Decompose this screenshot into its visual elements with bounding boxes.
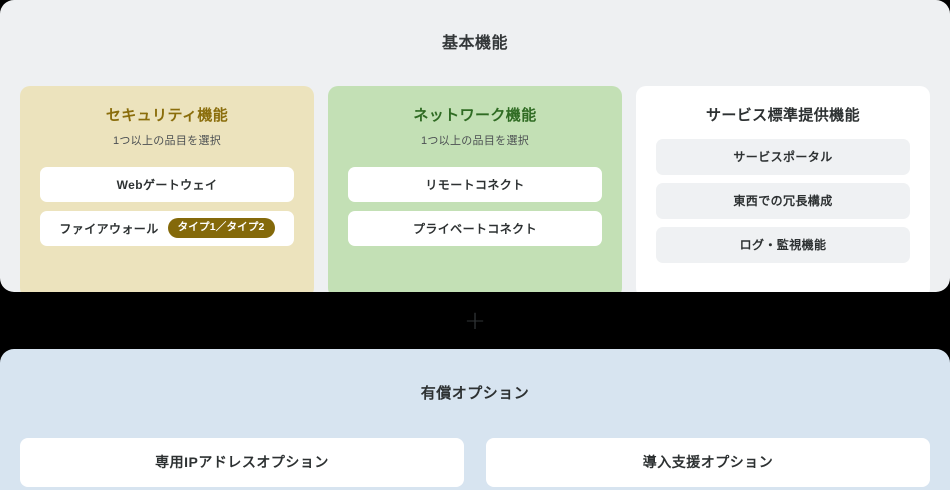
feature-column-security-items: Webゲートウェイ ファイアウォール タイプ1／タイプ2: [40, 166, 294, 246]
feature-column-standard-title: サービス標準提供機能: [705, 106, 860, 124]
basic-features-panel: 基本機能 セキュリティ機能 1つ以上の品目を選択 Webゲートウェイ ファイアウ…: [0, 0, 950, 298]
list-item[interactable]: 導入支援オプション: [486, 437, 930, 487]
paid-options-title: 有償オプション: [420, 385, 530, 403]
list-item[interactable]: ファイアウォール タイプ1／タイプ2: [40, 210, 294, 246]
list-item[interactable]: 専用IPアドレスオプション: [20, 437, 464, 487]
plus-icon: +: [464, 305, 486, 336]
feature-column-network: ネットワーク機能 1つ以上の品目を選択 リモートコネクト プライベートコネクト: [328, 85, 622, 298]
list-item[interactable]: プライベートコネクト: [348, 210, 602, 246]
feature-column-security-subtitle: 1つ以上の品目を選択: [112, 134, 222, 147]
basic-features-columns: セキュリティ機能 1つ以上の品目を選択 Webゲートウェイ ファイアウォール タ…: [0, 66, 950, 298]
feature-column-standard-items: サービスポータル 東西での冗長構成 ログ・監視機能: [656, 138, 910, 263]
list-item-label: ファイアウォール: [59, 221, 159, 236]
list-item-label: プライベートコネクト: [412, 221, 537, 236]
list-item-label: 専用IPアドレスオプション: [155, 454, 329, 471]
feature-column-network-subtitle: 1つ以上の品目を選択: [420, 134, 530, 147]
list-item-label: 東西での冗長構成: [733, 194, 833, 209]
feature-column-network-items: リモートコネクト プライベートコネクト: [348, 166, 602, 246]
paid-options-row: 専用IPアドレスオプション 導入支援オプション: [0, 414, 950, 487]
list-item-label: サービスポータル: [733, 150, 833, 165]
feature-column-network-title: ネットワーク機能: [413, 106, 537, 124]
list-item[interactable]: リモートコネクト: [348, 166, 602, 202]
list-item-label: リモートコネクト: [425, 177, 525, 192]
basic-features-title: 基本機能: [441, 35, 508, 53]
feature-column-security-title: セキュリティ機能: [105, 106, 229, 124]
paid-options-panel: 有償オプション 専用IPアドレスオプション 導入支援オプション: [0, 349, 950, 490]
list-item-label: 導入支援オプション: [642, 454, 774, 471]
list-item: サービスポータル: [656, 138, 910, 175]
list-item: 東西での冗長構成: [656, 182, 910, 219]
feature-column-security: セキュリティ機能 1つ以上の品目を選択 Webゲートウェイ ファイアウォール タ…: [20, 85, 314, 298]
status-badge: タイプ1／タイプ2: [167, 218, 275, 238]
list-item: ログ・監視機能: [656, 226, 910, 263]
feature-column-standard: サービス標準提供機能 サービスポータル 東西での冗長構成 ログ・監視機能: [636, 85, 930, 298]
list-item[interactable]: Webゲートウェイ: [40, 166, 294, 202]
plus-connector-band: +: [0, 292, 950, 349]
list-item-label: Webゲートウェイ: [116, 177, 218, 192]
list-item-label: ログ・監視機能: [739, 238, 827, 253]
